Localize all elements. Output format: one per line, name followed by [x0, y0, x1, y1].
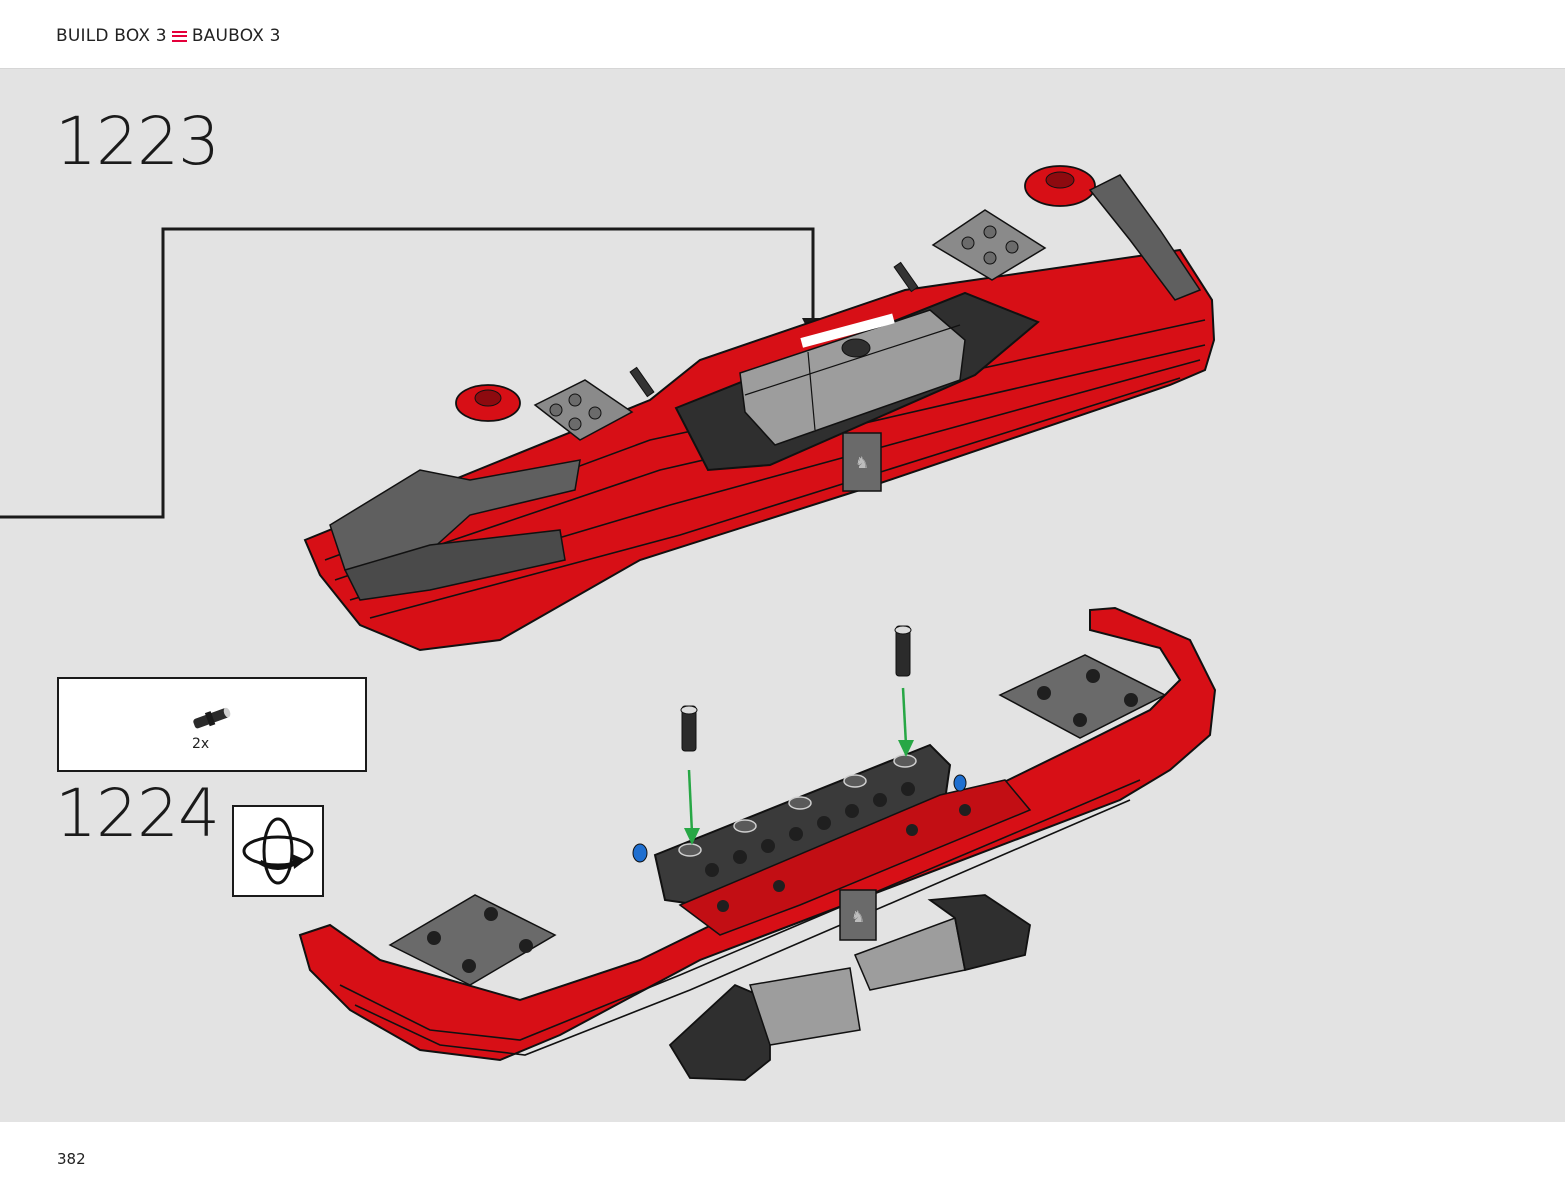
left-stud-plate — [533, 379, 634, 441]
assembly-1223: ♞ — [303, 165, 1216, 652]
svg-text:♞: ♞ — [855, 453, 869, 472]
guide-line — [687, 769, 694, 834]
center-stud — [841, 338, 871, 358]
part-quantity: 2x — [192, 736, 210, 752]
technic-pin-icon — [193, 707, 231, 729]
hull-stripe — [369, 377, 1181, 619]
page-header: BUILD BOX 3 BAUBOX 3 — [0, 0, 1565, 69]
guide-arrow-icon — [684, 828, 700, 845]
build-box-label: BUILD BOX 3 — [56, 26, 167, 46]
assembly-1224: ♞ — [298, 606, 1217, 1081]
lower-grey-block — [749, 967, 861, 1046]
blue-pin — [953, 774, 967, 792]
technic-pin-new-right — [894, 625, 912, 677]
grey-tiles-left-2 — [343, 529, 566, 601]
page-number: 382 — [57, 1150, 86, 1168]
lower-dark-block-right — [927, 894, 1031, 972]
blue-pin — [632, 843, 648, 863]
technic-pin-new-left — [680, 705, 698, 752]
grey-plate-right — [998, 654, 1167, 739]
build-illustration: ♞ — [0, 165, 1217, 1081]
grey-tiles-right — [1088, 174, 1202, 301]
red-center-plate — [678, 779, 1032, 936]
callout-connector — [0, 227, 815, 519]
lower-dark-block — [668, 983, 771, 1081]
rotate-model-icon — [242, 817, 314, 885]
step-number-1223: 1223 — [55, 103, 220, 180]
baubox-label: BAUBOX 3 — [191, 26, 281, 46]
guide-line — [901, 687, 908, 746]
hull-stripe — [354, 799, 1131, 1056]
hull-stripe — [339, 779, 1141, 1041]
badge-tile — [842, 432, 882, 492]
guide-arrow-icon — [898, 740, 914, 757]
rotate-model-callout — [232, 805, 324, 897]
box-label: BUILD BOX 3 BAUBOX 3 — [56, 26, 281, 46]
grey-plate-left — [388, 894, 557, 986]
right-stud-plate — [931, 209, 1047, 281]
parts-callout: 2x — [57, 677, 367, 772]
svg-text:♞: ♞ — [851, 907, 865, 926]
step-number-1224: 1224 — [55, 775, 220, 852]
page-footer: 382 — [0, 1122, 1565, 1191]
center-white-slot — [800, 313, 895, 348]
triple-bar-icon — [171, 30, 187, 42]
instruction-area: 1223 — [0, 69, 1565, 1122]
central-beam-light — [739, 309, 966, 446]
red-hull-lower — [298, 606, 1217, 1062]
badge-tile-lower — [839, 889, 877, 941]
